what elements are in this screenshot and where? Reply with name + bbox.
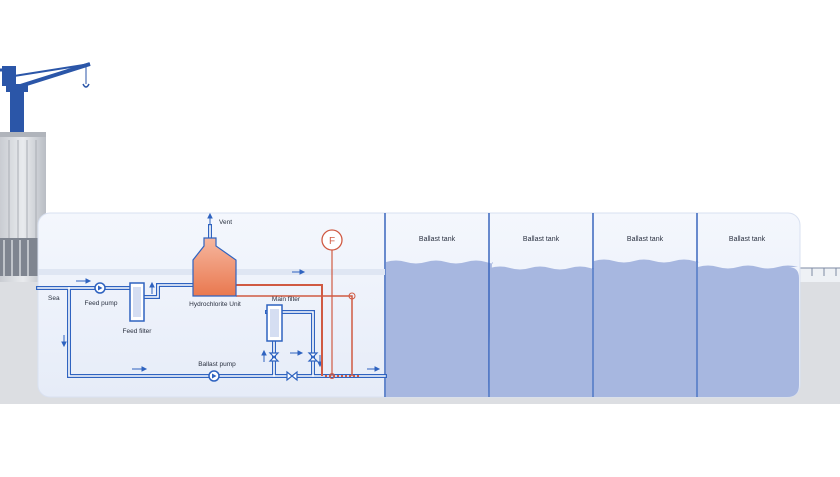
valve-icon bbox=[268, 352, 319, 382]
hydrochlorite-unit-label: Hydrochlorite Unit bbox=[189, 301, 241, 308]
ballast-pump-label: Ballast pump bbox=[198, 361, 236, 368]
main-filter-icon bbox=[266, 304, 283, 342]
main-filter-label: Main filter bbox=[272, 296, 301, 303]
feed-pump-icon bbox=[94, 282, 106, 294]
vent-label: Vent bbox=[219, 219, 232, 226]
feed-pump-label: Feed pump bbox=[85, 300, 118, 307]
feed-filter-icon bbox=[129, 282, 145, 322]
sea-label: Sea bbox=[48, 295, 60, 302]
treated-line bbox=[236, 250, 360, 379]
ballast-pump-icon bbox=[208, 370, 220, 382]
crane-icon bbox=[0, 62, 91, 132]
flow-sensor: F bbox=[321, 229, 343, 251]
tank-3-water bbox=[594, 259, 700, 397]
tank-label: Ballast tank bbox=[523, 236, 560, 243]
tank-label: Ballast tank bbox=[419, 236, 456, 243]
tank-1-water bbox=[386, 260, 494, 397]
tank-label: Ballast tank bbox=[729, 236, 766, 243]
hydrochlorite-unit bbox=[192, 237, 237, 297]
tank-2-water bbox=[490, 266, 596, 397]
feed-filter-label: Feed filter bbox=[123, 328, 153, 335]
tank-4-water bbox=[698, 265, 799, 397]
flow-sensor-label: F bbox=[329, 236, 335, 247]
tank-label: Ballast tank bbox=[627, 236, 664, 243]
flow-arrows bbox=[61, 212, 381, 372]
ballast-tanks: Ballast tank Ballast tank Ballast tank B… bbox=[386, 213, 799, 397]
